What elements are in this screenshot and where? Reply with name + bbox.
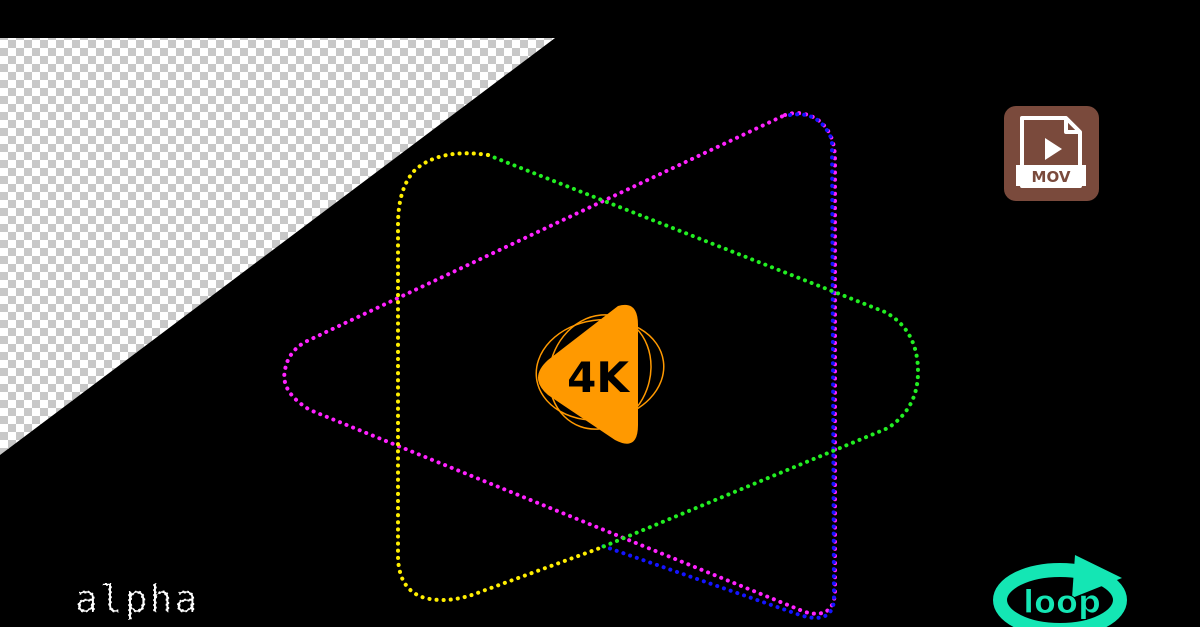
play-triangle-icon — [1045, 138, 1062, 160]
mov-label: MOV — [1032, 168, 1071, 186]
loop-arrows-icon — [993, 563, 1127, 627]
yellow-dotted-outline — [396, 151, 602, 602]
badge-4k: 4K — [535, 304, 665, 444]
mov-file-icon: MOV — [1004, 106, 1099, 201]
magenta-dotted-outline — [282, 111, 837, 616]
badge-4k-label: 4K — [567, 353, 630, 402]
transparency-checkerboard — [0, 38, 555, 455]
blue-dotted-outline — [598, 112, 837, 620]
loop-label: loop — [1023, 583, 1101, 621]
green-dotted-outline — [486, 153, 921, 550]
play-shape — [538, 304, 638, 444]
alpha-mark: alpha — [75, 577, 199, 621]
loop-mark: loop — [993, 555, 1127, 627]
